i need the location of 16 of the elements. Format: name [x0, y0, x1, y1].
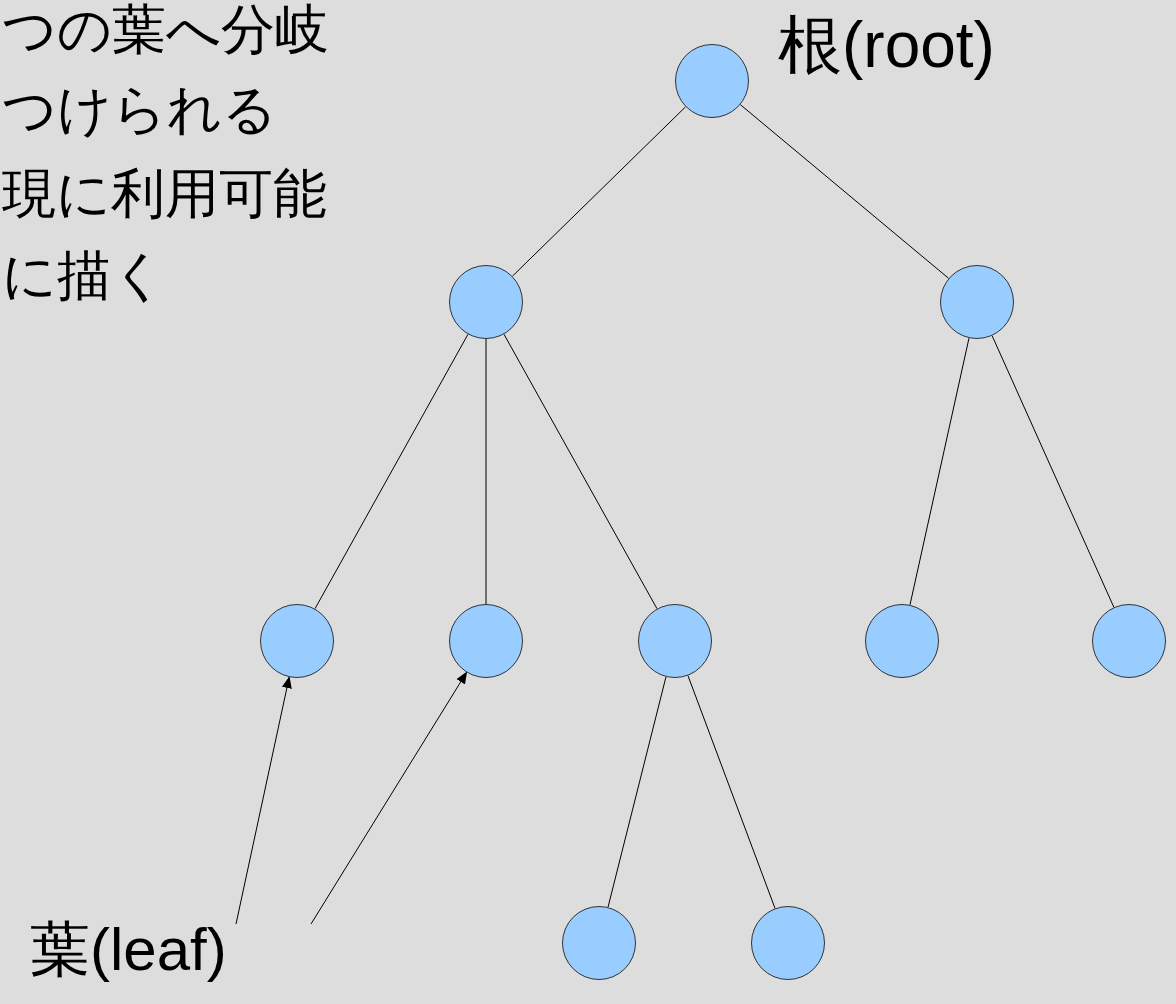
note-text: つの葉へ分岐 [2, 2, 329, 56]
connector-line [687, 675, 776, 909]
connector-line [485, 338, 487, 605]
connector-line [739, 104, 950, 279]
arrow [235, 676, 292, 925]
connector-line [909, 337, 970, 606]
node-label: 葉(leaf) [30, 920, 227, 980]
connector-line [314, 333, 469, 610]
arrow [310, 671, 468, 925]
note-text: に描く [2, 248, 166, 302]
note-text: つけられる [2, 82, 277, 136]
connector-line [607, 676, 667, 908]
connector-line [511, 106, 687, 277]
note-text: 現に利用可能 [2, 166, 327, 220]
connector-line [991, 335, 1115, 608]
connector-line [503, 333, 658, 610]
